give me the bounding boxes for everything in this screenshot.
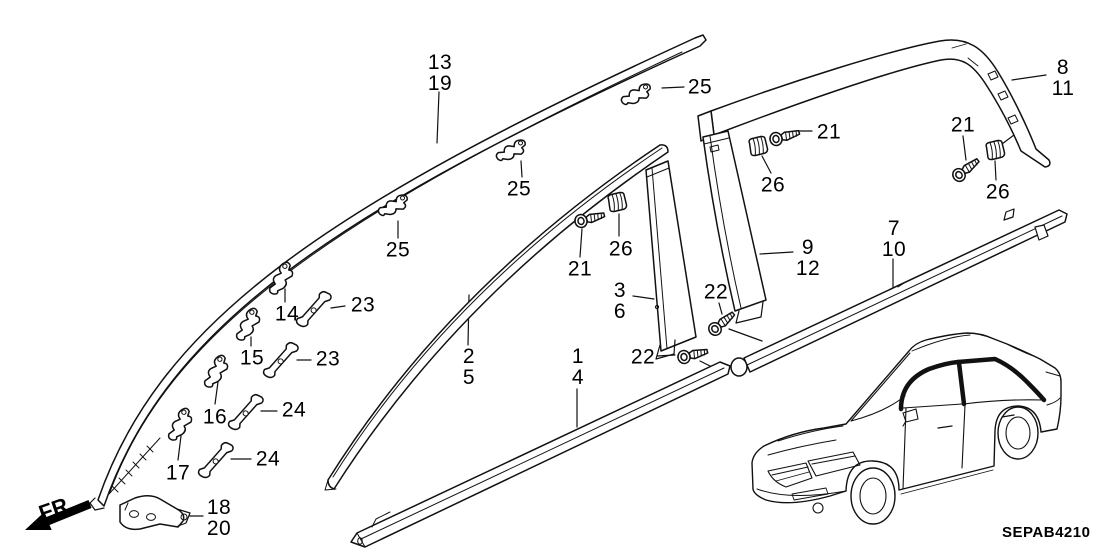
molding-clips-14-17 — [160, 259, 300, 444]
callout-24-upper: 24 — [281, 398, 307, 422]
callout-26-left: 26 — [608, 237, 634, 261]
callout-21-left: 21 — [567, 257, 593, 281]
callout-23-lower: 23 — [315, 347, 341, 371]
callout-23-upper: 23 — [350, 293, 376, 317]
callout-25-top: 25 — [687, 75, 713, 99]
callout-25-mid: 25 — [506, 177, 532, 201]
diagram-code: SEPAB4210 — [1002, 524, 1091, 541]
callout-16: 16 — [202, 405, 228, 429]
callout-22-lower: 22 — [630, 345, 656, 369]
callout-21-right: 21 — [950, 113, 976, 137]
callout-26-mid: 26 — [760, 173, 786, 197]
front-door-sash-molding-drawing — [325, 145, 668, 490]
rear-door-quarter-sash-drawing — [703, 131, 766, 323]
front-door-quarter-sash-drawing — [646, 161, 696, 359]
car-sketch — [752, 333, 1061, 524]
leader-lines — [178, 75, 1046, 516]
callout-25-low: 25 — [385, 238, 411, 262]
rear-door-sash-molding-drawing — [698, 40, 1050, 167]
rear-belt-molding-drawing — [731, 209, 1067, 376]
callout-24-lower: 24 — [255, 447, 281, 471]
fr-label: FR. — [35, 491, 77, 526]
front-belt-molding-drawing — [351, 362, 730, 547]
roof-molding-drawing — [90, 35, 706, 510]
callout-22-upper: 22 — [703, 280, 729, 304]
garnish-assy-drawing — [120, 496, 190, 530]
callout-21-mid: 21 — [816, 120, 842, 144]
callout-26-right: 26 — [985, 180, 1011, 204]
callout-17: 17 — [165, 461, 191, 485]
callout-14: 14 — [274, 302, 300, 326]
callout-15: 15 — [239, 346, 265, 370]
fr-direction-arrow: FR. — [25, 491, 92, 530]
